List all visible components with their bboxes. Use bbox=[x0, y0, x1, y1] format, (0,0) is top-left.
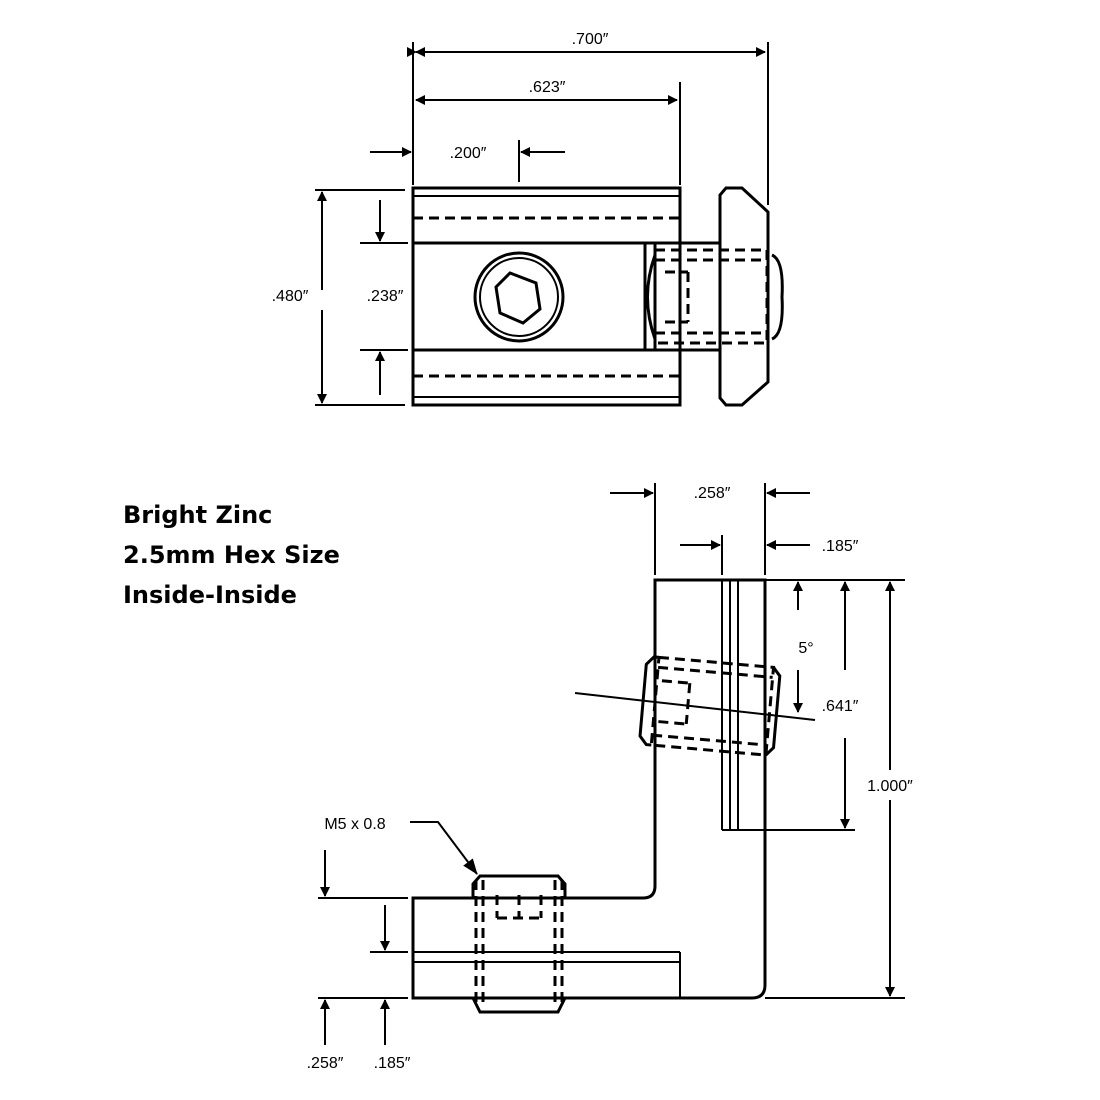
dim-screw-height: .641″ bbox=[822, 698, 859, 715]
dim-bottom-inner: .185″ bbox=[374, 1055, 411, 1072]
top-view: .700″ .623″ .200″ .480″ .238″ bbox=[272, 31, 784, 407]
dim-angle: 5° bbox=[798, 640, 813, 657]
note-hex-size: 2.5mm Hex Size bbox=[123, 541, 340, 569]
note-type: Inside-Inside bbox=[123, 581, 297, 609]
dim-top-width: .258″ bbox=[694, 485, 731, 502]
notes: Bright Zinc 2.5mm Hex Size Inside-Inside bbox=[123, 501, 340, 609]
dim-body-width: .623″ bbox=[529, 79, 566, 96]
bracket-outline bbox=[411, 578, 767, 1000]
screw-head bbox=[718, 186, 770, 407]
hex-socket-icon bbox=[473, 251, 565, 343]
dim-overall-height: 1.000″ bbox=[867, 778, 913, 795]
dim-bottom-width: .258″ bbox=[307, 1055, 344, 1072]
dim-slot-width: .238″ bbox=[367, 288, 404, 305]
dim-height: .480″ bbox=[272, 288, 309, 305]
note-finish: Bright Zinc bbox=[123, 501, 272, 529]
bottom-screw bbox=[471, 874, 567, 1014]
dim-overall-width: .700″ bbox=[572, 31, 609, 48]
dim-top-inner: .185″ bbox=[822, 538, 859, 555]
angled-screw bbox=[638, 655, 782, 757]
side-view: .258″ .185″ 5° .641″ 1.000″ M5 x 0.8 .25… bbox=[307, 483, 913, 1072]
dim-hole-offset: .200″ bbox=[450, 145, 487, 162]
thread-callout: M5 x 0.8 bbox=[324, 816, 385, 833]
nut-body-outline bbox=[411, 186, 682, 407]
